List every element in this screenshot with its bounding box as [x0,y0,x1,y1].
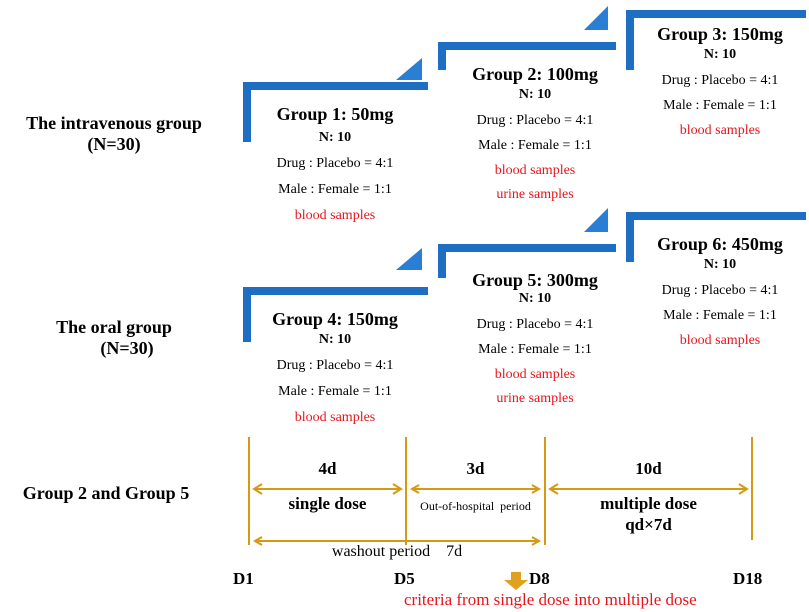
iv-step-bracket-1 [243,58,428,142]
multiple-dose-label: multiple dose [600,494,697,513]
group-sex-ratio: Male : Female = 1:1 [663,98,777,113]
group-title: Group 2: 100mg [472,64,598,84]
day-label-d1: D1 [233,569,254,588]
oral-group-label: The oral group (N=30) [56,317,172,358]
group-sample: blood samples [494,367,576,382]
out-of-hospital-duration: 3d [466,459,485,478]
group-4-block: Group 4: 150mg N: 10 Drug : Placebo = 4:… [250,309,420,426]
group-5-block: Group 5: 300mg N: 10 Drug : Placebo = 4:… [446,270,624,407]
multiple-dose-regimen: qd×7d [625,515,672,534]
group-sample: urine samples [496,187,574,202]
oral-step-bracket-1 [243,248,428,342]
group-sample: urine samples [496,391,574,406]
day-label-d18: D18 [733,569,763,588]
group-sample: blood samples [679,123,761,138]
group-sample: blood samples [294,410,376,425]
day-label-d8: D8 [529,569,550,588]
group-n: N: 10 [703,257,737,272]
out-of-hospital-label: Out-of-hospital period [420,499,531,513]
iv-step-bracket-3 [626,10,806,70]
group-sample: blood samples [679,333,761,348]
group-title: Group 4: 150mg [272,309,398,329]
group-ratio: Drug : Placebo = 4:1 [661,283,779,298]
group-n: N: 10 [703,47,737,62]
group-2-block: Group 2: 100mg N: 10 Drug : Placebo = 4:… [446,64,624,203]
iv-step-bracket-2 [438,6,616,70]
timeline-group-label: Group 2 and Group 5 [22,483,190,503]
group-sample: blood samples [294,208,376,223]
group-title: Group 3: 150mg [657,24,783,44]
group-n: N: 10 [318,130,352,145]
timeline [248,437,753,546]
group-sex-ratio: Male : Female = 1:1 [478,342,592,357]
washout-label: washout period 7d [331,543,463,560]
oral-step-bracket-2 [438,208,616,278]
single-dose-label: single dose [288,494,367,513]
multiple-dose-duration: 10d [635,459,662,478]
group-3-block: Group 3: 150mg N: 10 Drug : Placebo = 4:… [634,24,806,139]
group-sample: blood samples [494,163,576,178]
group-ratio: Drug : Placebo = 4:1 [276,156,394,171]
group-n: N: 10 [518,87,552,102]
group-ratio: Drug : Placebo = 4:1 [276,358,394,373]
oral-step-bracket-3 [626,212,806,262]
group-6-block: Group 6: 450mg N: 10 Drug : Placebo = 4:… [634,234,806,349]
group-sex-ratio: Male : Female = 1:1 [663,308,777,323]
group-ratio: Drug : Placebo = 4:1 [476,317,594,332]
single-dose-duration: 4d [318,459,337,478]
group-n: N: 10 [518,291,552,306]
group-n: N: 10 [318,332,352,347]
group-title: Group 5: 300mg [472,270,598,290]
group-title: Group 1: 50mg [276,104,394,124]
group-sex-ratio: Male : Female = 1:1 [278,182,392,197]
group-ratio: Drug : Placebo = 4:1 [476,113,594,128]
group-ratio: Drug : Placebo = 4:1 [661,73,779,88]
criteria-note: criteria from single dose into multiple … [404,590,697,609]
group-1-block: Group 1: 50mg N: 10 Drug : Placebo = 4:1… [250,104,420,224]
intravenous-group-label: The intravenous group (N=30) [26,113,202,154]
group-sex-ratio: Male : Female = 1:1 [278,384,392,399]
group-sex-ratio: Male : Female = 1:1 [478,138,592,153]
day-label-d5: D5 [394,569,415,588]
criteria-down-arrow [504,572,528,590]
group-title: Group 6: 450mg [657,234,783,254]
